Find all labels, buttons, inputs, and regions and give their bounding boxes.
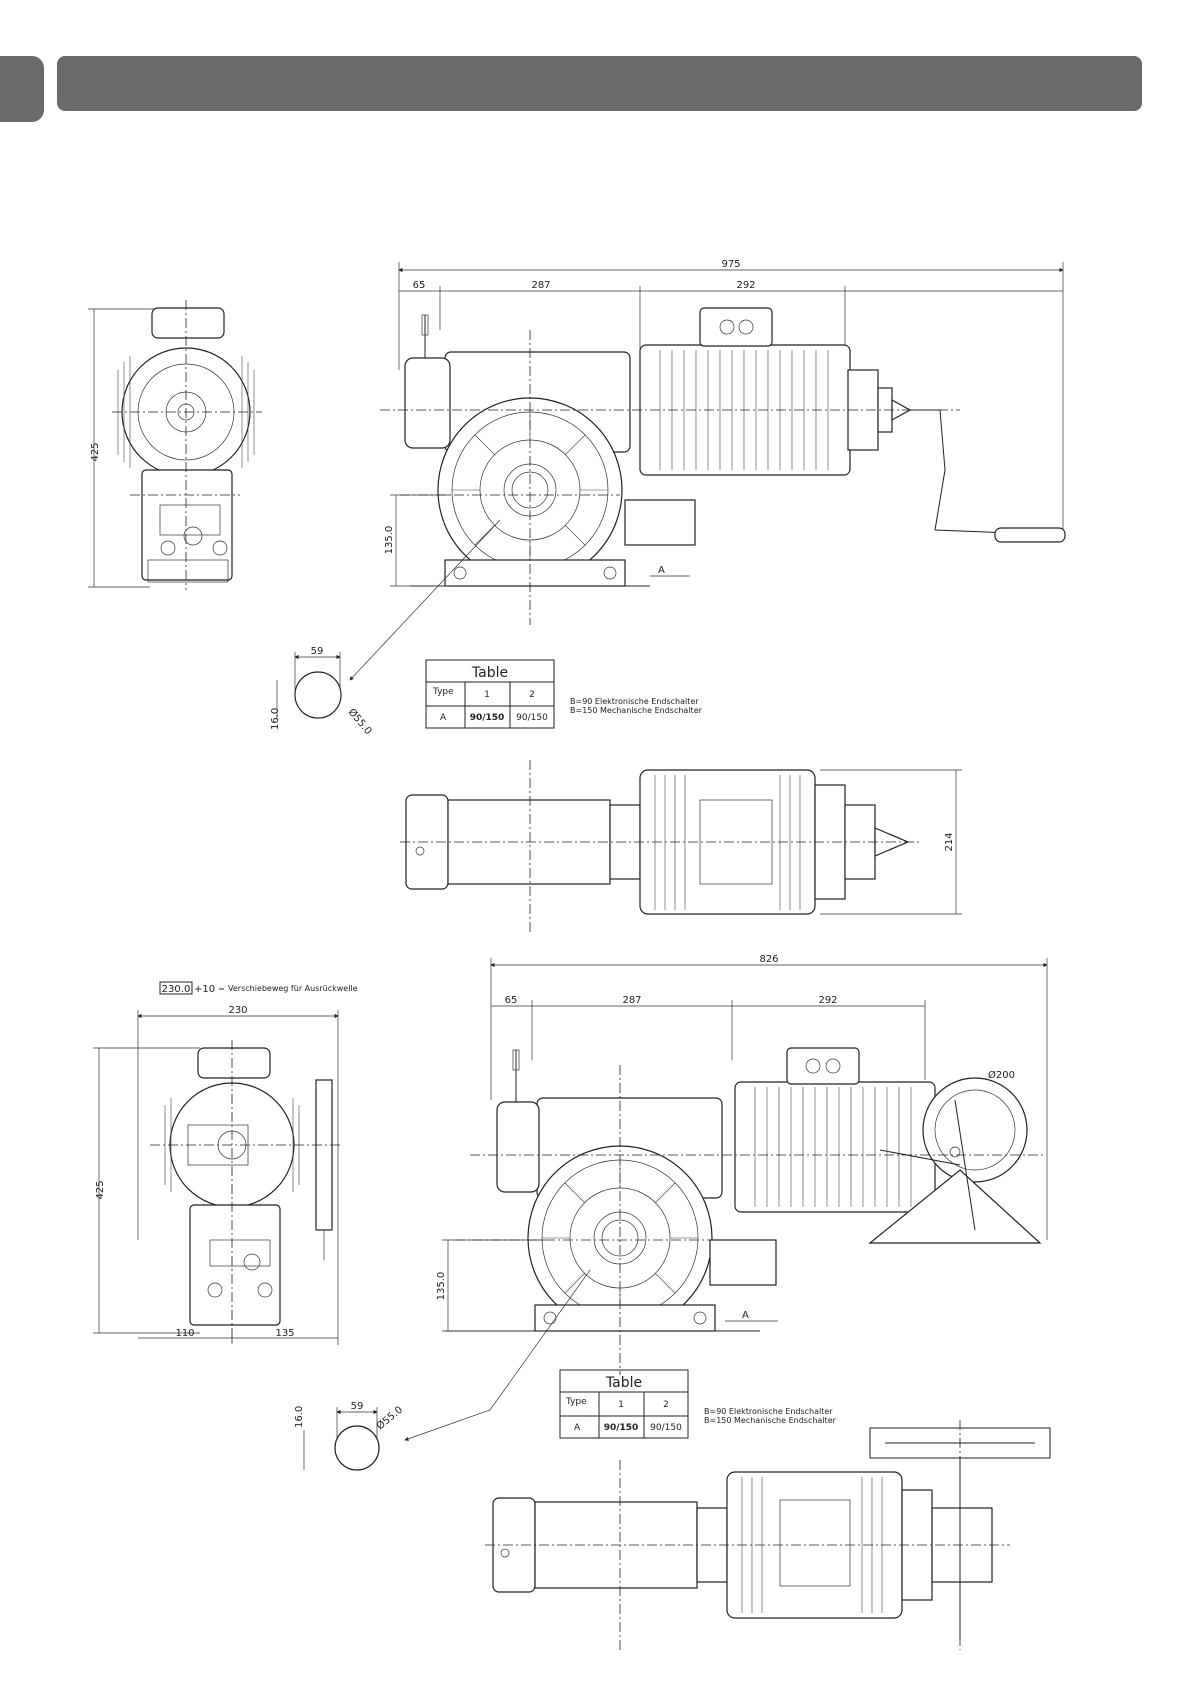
shaft-width-b: 59 [351, 1401, 364, 1412]
dim-seg1-b: 65 [505, 995, 518, 1006]
note-2: B=150 Mechanische Endschalter [570, 706, 703, 715]
side-view-bottom: 230 425 110 135 [93, 1005, 340, 1345]
front-view-bottom: Ø200 A 135.0 [404, 1047, 1045, 1441]
shaft-dia-b: Ø55.0 [374, 1404, 405, 1433]
dim-a: A [658, 565, 665, 576]
shaft-width: 59 [311, 646, 324, 657]
dim-a-b: A [742, 1310, 749, 1321]
dim-shaft-height: 135.0 [384, 526, 395, 555]
section-tab [0, 56, 44, 122]
dim-shaft-height-b: 135.0 [436, 1272, 447, 1301]
note-1-b: B=90 Elektronische Endschalter [704, 1407, 833, 1416]
dim-overall-b: 826 [759, 954, 778, 965]
shaft-key: 16.0 [270, 708, 281, 730]
dim-overall: 975 [721, 259, 740, 270]
note-1: B=90 Elektronische Endschalter [570, 697, 699, 706]
table-row-label-b: A [574, 1423, 581, 1433]
table-row-label: A [440, 713, 447, 723]
dim-seg3-b: 292 [818, 995, 837, 1006]
table-v1: 90/150 [470, 713, 505, 723]
table-v2-b: 90/150 [650, 1423, 682, 1433]
side-view-top: 425 [88, 300, 262, 590]
header-bar [57, 56, 1142, 111]
shaft-dia: Ø55.0 [346, 706, 375, 737]
table-v1-b: 90/150 [604, 1423, 639, 1433]
top-section: 975 65 287 292 425 [88, 259, 1066, 935]
table-col2-b: 2 [663, 1400, 669, 1410]
dim-seg1: 65 [413, 280, 426, 291]
table-top: Table Type 1 2 A 90/150 90/150 B=90 Elek… [425, 659, 703, 729]
shift-note: 230.0 +10 Verschiebeweg für Ausrückwelle [159, 981, 358, 995]
table-type-label: Type [432, 687, 454, 697]
dim-135: 135 [275, 1328, 294, 1339]
dim-height-side-b: 425 [95, 1180, 106, 1199]
dim-110: 110 [175, 1328, 194, 1339]
dim-214: 214 [944, 832, 955, 851]
table-title-b: Table [605, 1375, 642, 1391]
dim-seg2-b: 287 [622, 995, 641, 1006]
bottom-section: 230.0 +10 Verschiebeweg für Ausrückwelle… [93, 954, 1051, 1650]
note-2-b: B=150 Mechanische Endschalter [704, 1416, 837, 1425]
table-col1: 1 [484, 690, 490, 700]
top-dimensions: 975 65 287 292 [398, 259, 1064, 530]
table-col1-b: 1 [618, 1400, 624, 1410]
table-col2: 2 [529, 690, 535, 700]
dim-seg2: 287 [531, 280, 550, 291]
shaft-detail-top: 59 16.0 Ø55.0 [270, 646, 374, 737]
shift-text: Verschiebeweg für Ausrückwelle [228, 984, 358, 993]
plan-view-bottom [485, 1420, 1051, 1650]
table-type-label-b: Type [565, 1397, 587, 1407]
table-bottom: Table Type 1 2 A 90/150 90/150 B=90 Elek… [559, 1369, 837, 1439]
shaft-detail-bottom: 59 16.0 Ø55.0 [294, 1401, 405, 1471]
plan-view-top: 214 [400, 760, 962, 935]
front-view-top: A 135.0 [349, 307, 1066, 681]
shaft-key-b: 16.0 [294, 1406, 305, 1428]
dim-dia200: Ø200 [988, 1069, 1015, 1081]
dim-height-side: 425 [90, 442, 101, 461]
shift-suffix: +10 [194, 984, 215, 995]
bottom-dimensions: 826 65 287 292 [490, 954, 1048, 1240]
dim-230: 230 [228, 1005, 247, 1016]
shift-box: 230.0 [162, 984, 191, 995]
dim-seg3: 292 [736, 280, 755, 291]
table-title: Table [471, 665, 508, 681]
table-v2: 90/150 [516, 713, 548, 723]
